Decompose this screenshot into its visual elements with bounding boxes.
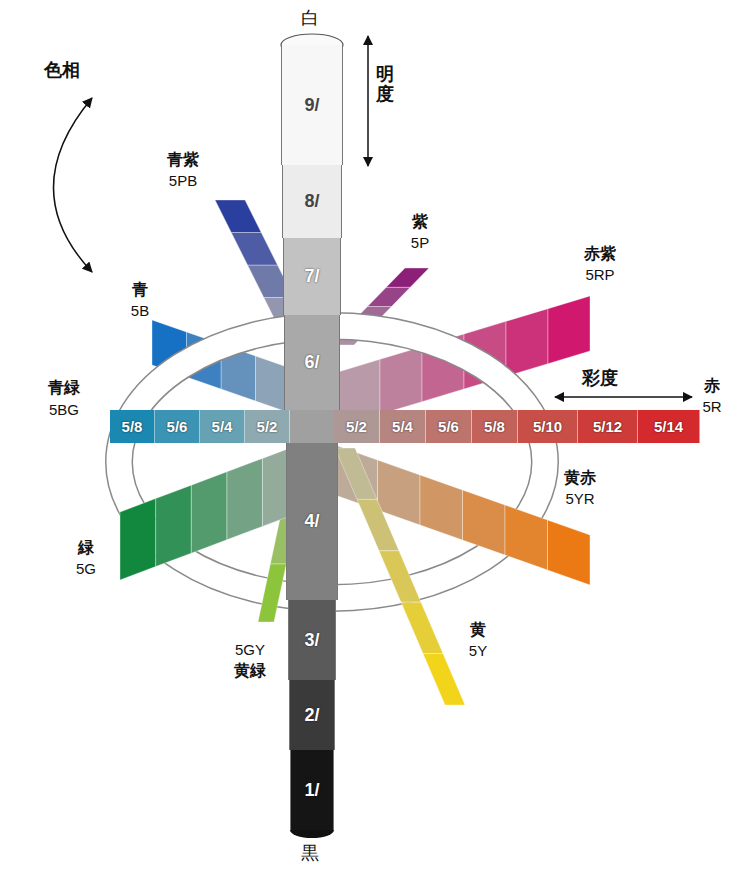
hue-plane-cell [231,233,277,266]
hue-name: 青紫 [167,151,199,169]
chroma-cell: 5/6 [155,410,200,443]
axis-label: 色相 [44,60,80,81]
hue-plane-cell [191,472,227,553]
scale-value: 5/2 [346,418,367,435]
value-segment: 9/ [281,45,343,165]
scale-value: 7/ [304,266,319,287]
chroma-arrow [555,396,692,398]
hue-name: 黄赤 [564,469,596,487]
hue-plane-cell [506,309,548,377]
value-segment: 8/ [282,165,342,238]
hue-code: 5R [702,398,721,415]
hue-code: 5GY [235,641,265,658]
hue-name: 黄緑 [234,662,266,680]
value-segment: 4/ [286,443,338,600]
front-hue-planes [120,445,590,705]
hue-name: 青緑 [48,379,80,397]
hue-name: 赤 [704,377,720,395]
scale-value: 5/8 [122,418,143,435]
hue-name: 黄 [470,621,486,639]
value-segment: 3/ [288,600,336,680]
hue-code: 5BG [49,401,79,418]
hue-name: 緑 [78,539,94,557]
scale-value: 5/2 [257,418,278,435]
hue-plane-cell [379,551,421,602]
hue-code: 5YR [565,490,594,507]
axis-label: 明度 [376,65,394,105]
chroma-cell: 5/14 [638,410,700,443]
hue-name: 赤紫 [584,245,616,263]
hue-plane-cell [335,448,377,499]
scale-value: 1/ [304,780,319,801]
scale-value: 2/ [304,705,319,726]
hue-plane-cell [463,490,506,555]
chroma-cell: 5/2 [245,410,290,443]
hue-plane-cell [505,505,548,570]
hue-code: 5B [131,302,149,319]
hue-plane-cell [156,485,192,566]
value-segment: 2/ [289,680,335,750]
chroma-cell: 5/4 [200,410,245,443]
chroma-cell: 5/12 [578,410,638,443]
hue-code: 5RP [585,266,614,283]
scale-value: 5/8 [484,418,505,435]
chroma-cell: 5/6 [426,410,472,443]
chroma-cell: 5/8 [110,410,155,443]
scale-value: 5/10 [533,418,562,435]
hue-plane-cell [215,200,261,233]
pole-label: 黒 [301,843,319,864]
scale-value: 5/4 [212,418,233,435]
chroma-cell: 5/8 [472,410,518,443]
hue-arrow [54,98,93,272]
hue-name: 紫 [412,213,428,231]
scale-value: 5/14 [654,418,683,435]
hue-plane-cell [357,499,399,550]
hue-plane-cell [423,654,465,705]
scale-value: 5/6 [167,418,188,435]
hue-plane-cell [258,564,286,622]
hue-plane-cell [548,520,591,585]
hue-plane-cell [380,347,422,415]
hue-code: 5G [76,560,96,577]
hue-name: 青 [132,281,148,299]
chroma-cell: 5/10 [518,410,578,443]
hue-plane-cell [368,287,411,306]
neutral-cell [290,410,334,443]
scale-value: 5/4 [392,418,413,435]
hue-plane-cell [386,268,429,287]
hue-code: 5P [411,234,429,251]
scale-value: 8/ [304,191,319,212]
scale-value: 4/ [304,511,319,532]
value-segment: 1/ [290,750,334,830]
hue-plane-cell [401,602,443,653]
hue-plane-cell [420,475,463,540]
value-arrow [367,36,369,166]
value-segment: 7/ [283,238,341,315]
scale-value: 6/ [304,352,319,373]
hue-code: 5Y [469,642,487,659]
hue-code: 5PB [169,172,197,189]
chroma-cell: 5/2 [334,410,380,443]
hue-plane-cell [120,499,156,580]
value-segment: 6/ [284,315,340,410]
hue-plane-cell [548,296,590,364]
hue-plane-cell [227,458,263,539]
scale-value: 9/ [304,95,319,116]
scale-value: 5/12 [593,418,622,435]
scale-value: 3/ [304,630,319,651]
scale-value: 5/6 [438,418,459,435]
pole-label: 白 [301,8,319,29]
axis-label: 彩度 [582,368,618,389]
chroma-cell: 5/4 [380,410,426,443]
